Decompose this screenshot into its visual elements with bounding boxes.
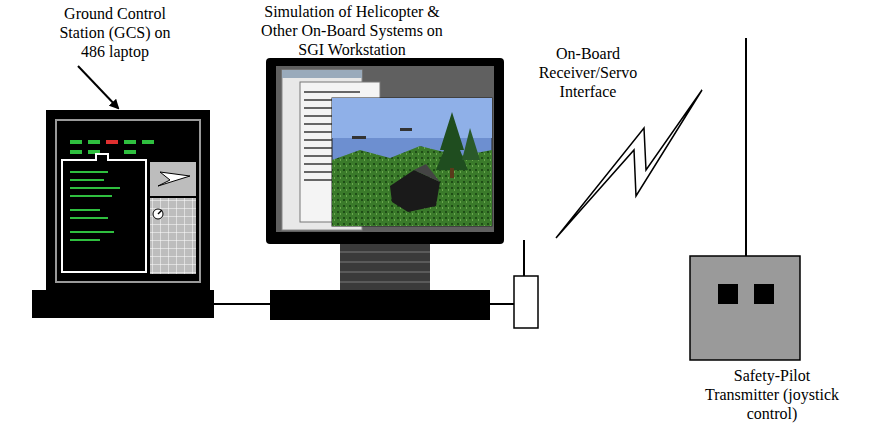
device-label: Simulation of Helicopter & Other On-Boar… <box>254 2 450 59</box>
device-label: Safety-Pilot Transmitter (joystick contr… <box>697 366 847 423</box>
device-label: Ground Control Station (GCS) on 486 lapt… <box>53 4 177 61</box>
device-label: On-Board Receiver/Servo Interface <box>532 44 644 101</box>
